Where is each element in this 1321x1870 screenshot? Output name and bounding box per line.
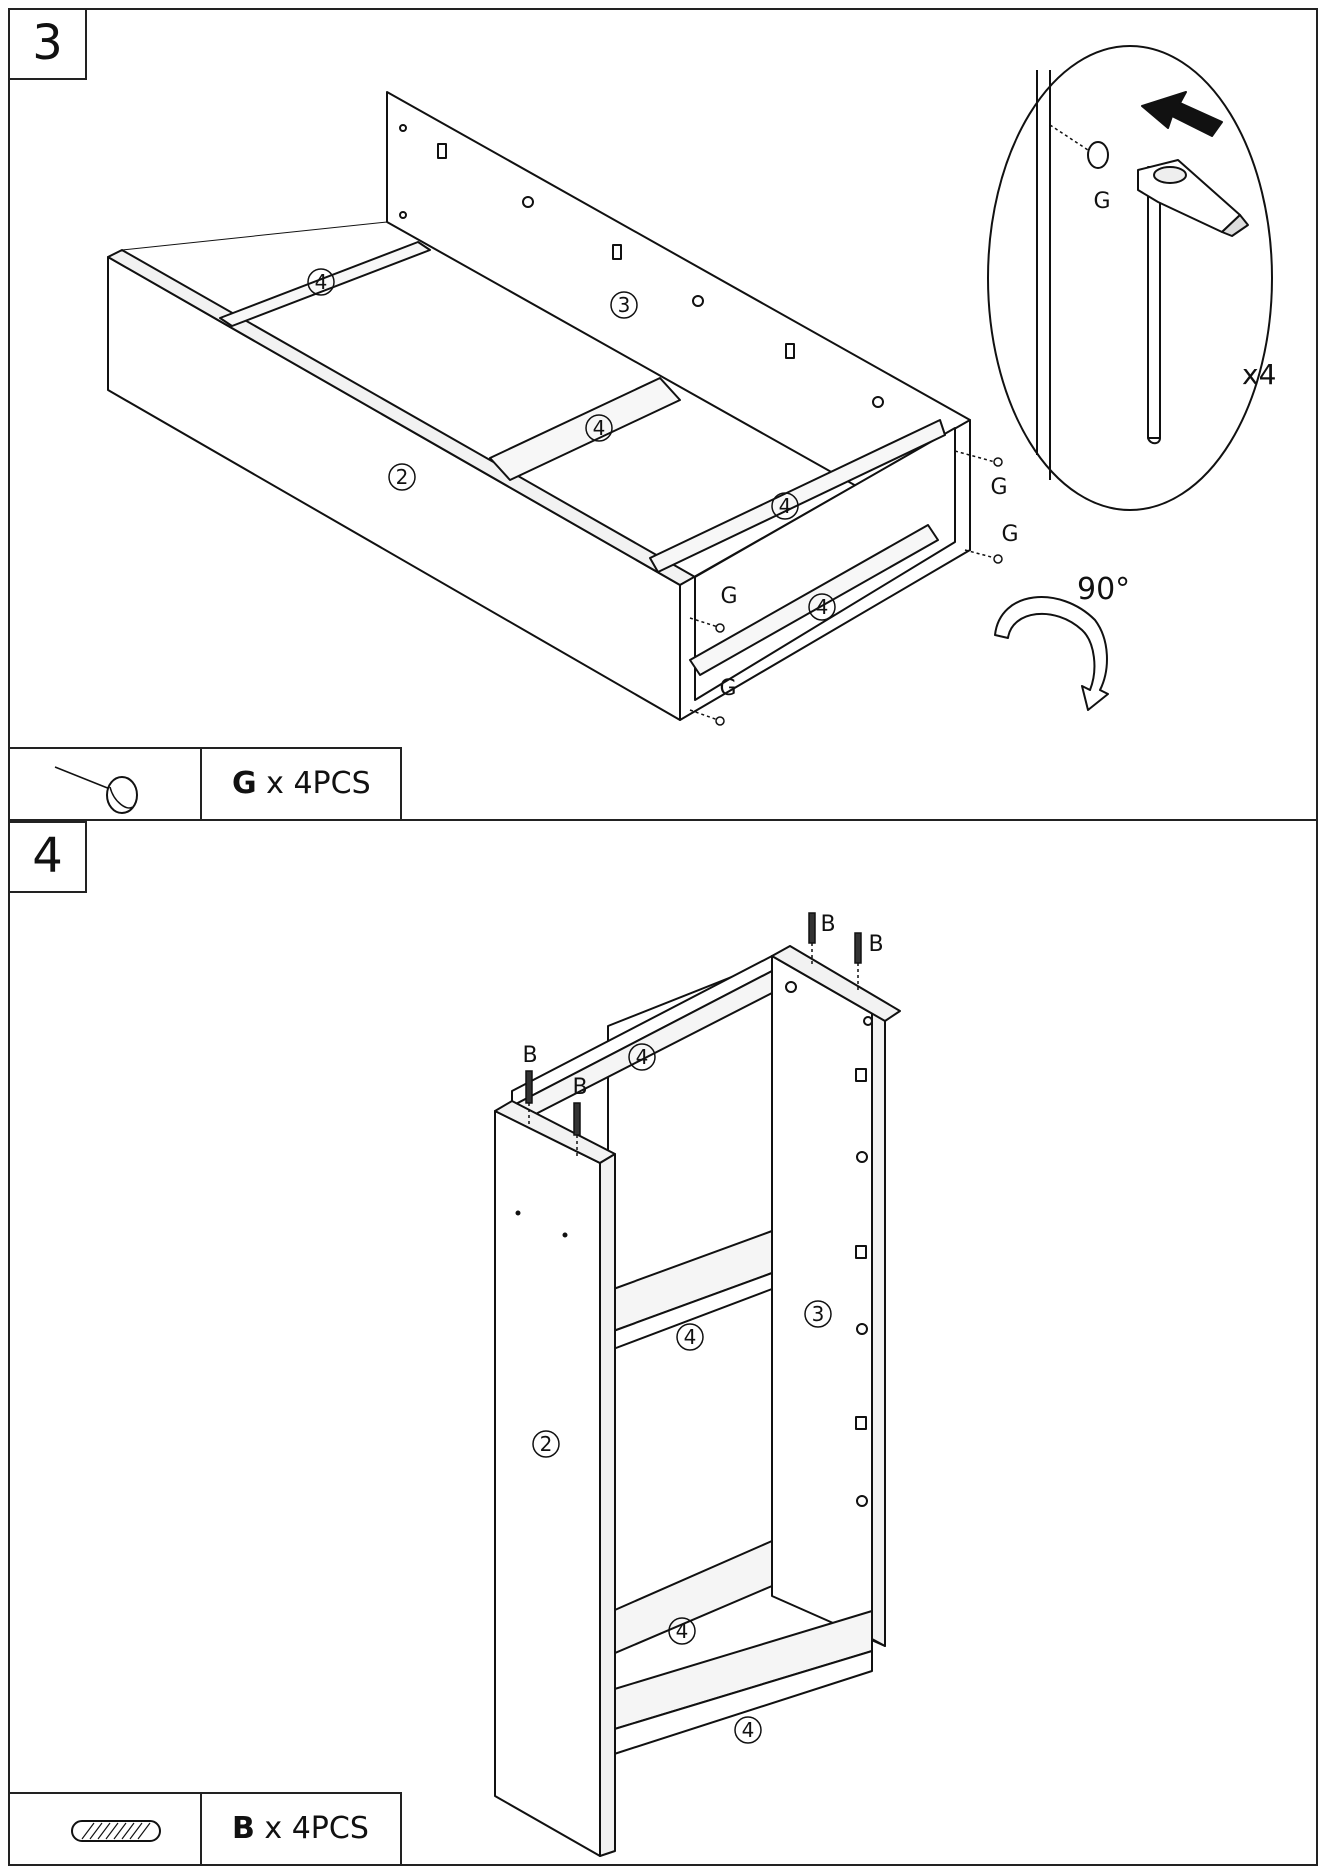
rotate-arrow <box>994 596 1109 711</box>
fastener-label: B <box>820 912 835 937</box>
multiplier-label: x4 <box>1242 358 1276 391</box>
step-4-drawing: B B B B 4 3 4 2 4 4 <box>494 912 901 1857</box>
step-4-panel: 4 <box>8 821 1318 1866</box>
rail-2 <box>489 377 681 481</box>
legend-code: B <box>232 1811 255 1846</box>
fastener-label: G <box>720 584 737 609</box>
legend-qty: x 4PCS <box>266 766 371 801</box>
part-label-back: 3 <box>812 1302 825 1326</box>
part-label-rail: 4 <box>593 416 606 440</box>
step-number: 3 <box>8 8 87 80</box>
fastener-label: G <box>1001 522 1018 547</box>
part-label-side: 2 <box>396 465 409 489</box>
fastener-label: G <box>1093 189 1110 214</box>
step-number: 4 <box>8 821 87 893</box>
part-label-back: 3 <box>618 293 631 317</box>
parts-legend: G x 4PCS <box>8 747 402 821</box>
part-label-side: 2 <box>540 1432 553 1456</box>
side-panel <box>494 1110 601 1857</box>
rail-3 <box>649 419 946 573</box>
part-label-rail: 4 <box>315 270 328 294</box>
part-label-rail: 4 <box>742 1718 755 1742</box>
fastener-label: B <box>572 1075 587 1100</box>
rail-1 <box>219 241 431 327</box>
fastener-label: G <box>719 676 736 701</box>
fastener-label: B <box>868 932 883 957</box>
rail-4 <box>689 524 939 676</box>
part-label-rail: 4 <box>636 1045 649 1069</box>
rotation-label: 90° <box>1077 572 1130 607</box>
step-3-drawing: 4 3 4 2 4 4 G G G G G 90° x4 <box>107 45 1276 726</box>
part-label-rail: 4 <box>684 1325 697 1349</box>
dowel-icon <box>10 1794 202 1864</box>
parts-legend: B x 4PCS <box>8 1792 402 1866</box>
push-arrow <box>1141 91 1223 137</box>
part-label-rail: 4 <box>779 494 792 518</box>
legend-qty: x 4PCS <box>264 1811 369 1846</box>
detail-callout <box>987 45 1273 511</box>
part-label-rail: 4 <box>676 1619 689 1643</box>
nail-icon <box>10 749 202 819</box>
fastener-label: B <box>522 1043 537 1068</box>
step-3-panel: 3 <box>8 8 1318 821</box>
back-panel <box>771 955 886 1647</box>
fastener-label: G <box>990 475 1007 500</box>
part-label-rail: 4 <box>816 595 829 619</box>
legend-code: G <box>232 766 257 801</box>
